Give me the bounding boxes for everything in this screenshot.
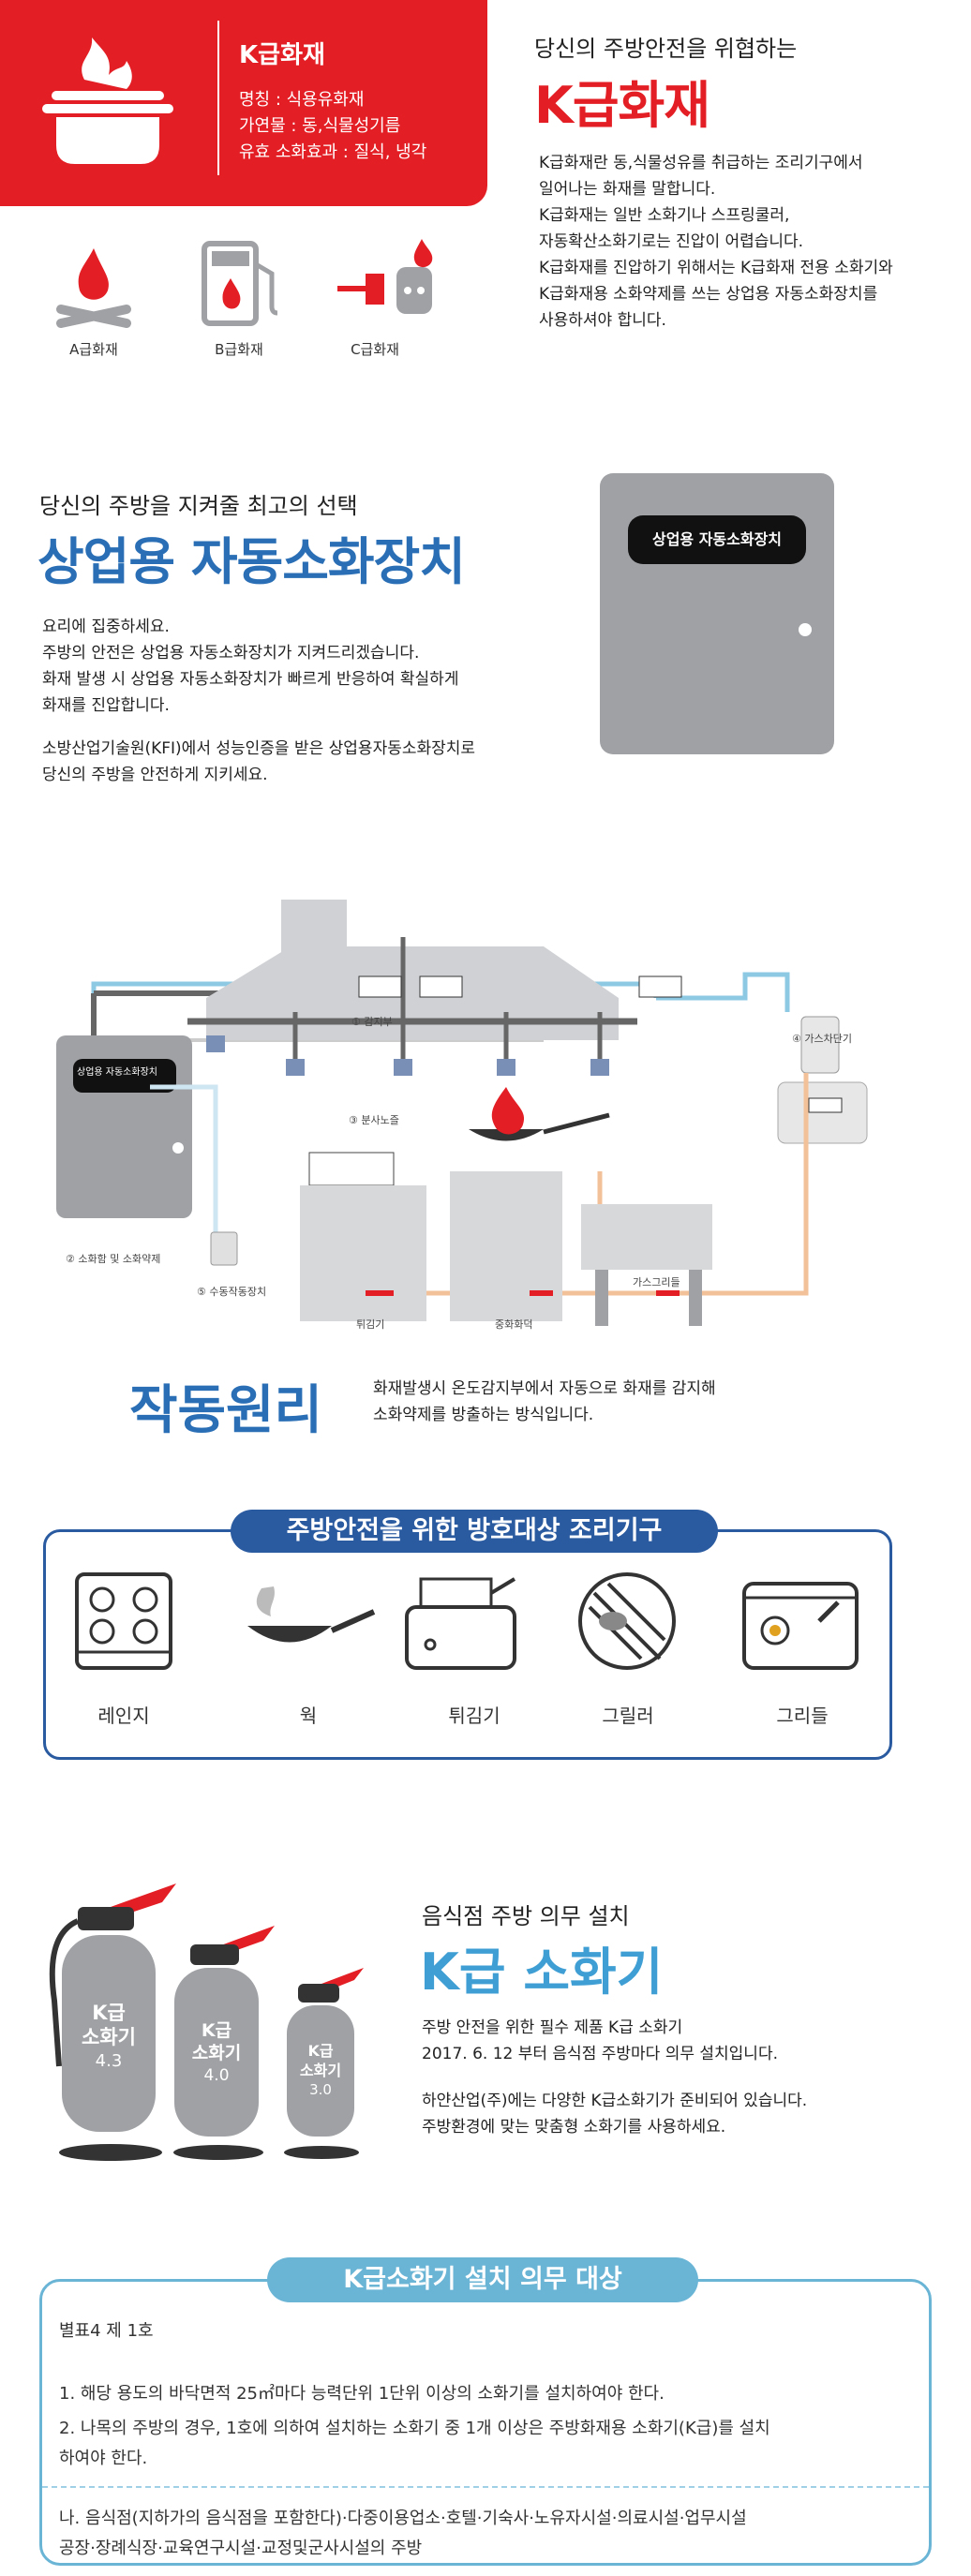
extinguisher-description-2: 하얀산업(주)에는 다양한 K급소화기가 준비되어 있습니다. 주방환경에 맞는… <box>422 2092 808 2137</box>
range-icon <box>75 1572 172 1670</box>
appliance-label-wok: 웍 <box>299 1705 318 1727</box>
law-item-2-cont: 하여야 한다. <box>59 2449 148 2468</box>
wok-icon <box>247 1586 376 1643</box>
k-fire-title: K급화재 <box>534 76 710 135</box>
extinguisher-small-label: K급 소화기 3.0 <box>299 2042 342 2098</box>
operation-description: 화재발생시 온도감지부에서 자동으로 화재를 감지해 소화약제를 방출하는 방식… <box>373 1379 716 1424</box>
law-title: K급소화기 설치 의무 대상 <box>267 2257 698 2302</box>
law-divider <box>42 2486 929 2488</box>
operation-title: 작동원리 <box>129 1380 323 1441</box>
box-line-effect: 유효 소화효과 : 질식, 냉각 <box>239 142 427 162</box>
campfire-icon <box>56 248 131 328</box>
griddle-icon <box>742 1582 859 1670</box>
extinguisher-medium-label: K급 소화기 4.0 <box>191 2020 242 2085</box>
pot-fire-icon <box>42 37 173 164</box>
appliances-panel: 주방안전을 위한 방호대상 조리기구 레인지 웍 튀김기 그릴러 그리들 <box>43 1510 892 1760</box>
cabinet-knob <box>799 623 812 636</box>
diagram-cabinet-label: 상업용 자동소화장치 <box>77 1067 157 1078</box>
law-item-2: 2. 나목의 주방의 경우, 1호에 의하여 설치하는 소화기 중 1개 이상은… <box>59 2419 770 2438</box>
box-line-name: 명칭 : 식용유화재 <box>239 90 365 110</box>
class-a-label: A급화재 <box>69 341 118 358</box>
label-fryer: 튀김기 <box>356 1318 385 1331</box>
griller-icon <box>578 1572 676 1670</box>
system-cabinet: 상업용 자동소화장치 <box>600 473 834 754</box>
law-ref: 별표4 제 1호 <box>59 2321 154 2341</box>
k-fire-subtitle: 당신의 주방안전을 위협하는 <box>534 36 798 62</box>
extinguisher-large-label: K급 소화기 4.3 <box>82 2002 136 2071</box>
label-manual: ⑤ 수동작동장치 <box>197 1286 267 1298</box>
auto-title: 상업용 자동소화장치 <box>37 532 466 591</box>
class-b-label: B급화재 <box>215 341 263 358</box>
law-target-1: 나. 음식점(지하가의 음식점을 포함한다)·다중이용업소·호텔·기숙사·노유자… <box>59 2509 747 2528</box>
system-diagram <box>56 900 868 1326</box>
extinguisher-title: K급 소화기 <box>420 1943 664 2002</box>
k-fire-info-box: K급화재 명칭 : 식용유화재 가연물 : 동,식물성기름 유효 소화효과 : … <box>0 0 487 206</box>
extinguishers-illustration <box>49 1884 364 2161</box>
appliance-label-range: 레인지 <box>97 1705 150 1727</box>
cabinet-label: 상업용 자동소화장치 <box>628 515 806 564</box>
appliance-label-griller: 그릴러 <box>602 1705 654 1727</box>
appliance-label-fryer: 튀김기 <box>448 1705 500 1727</box>
box-title: K급화재 <box>239 41 325 69</box>
appliances-title: 주방안전을 위한 방호대상 조리기구 <box>231 1510 718 1553</box>
law-box: K급소화기 설치 의무 대상 별표4 제 1호 1. 해당 용도의 바닥면적 2… <box>39 2257 932 2566</box>
extinguisher-description: 주방 안전을 위한 필수 제품 K급 소화기 2017. 6. 12 부터 음식… <box>422 2018 778 2063</box>
fryer-icon <box>405 1577 516 1670</box>
law-item-1: 1. 해당 용도의 바닥면적 25㎡마다 능력단위 1단위 이상의 소화기를 설… <box>59 2384 665 2404</box>
label-griddle: 가스그리들 <box>633 1276 680 1288</box>
auto-subtitle: 당신의 주방을 지켜줄 최고의 선택 <box>39 493 358 519</box>
label-nozzle: ③ 분사노즐 <box>349 1114 399 1126</box>
label-wok-range: 중화화덕 <box>495 1318 533 1331</box>
label-cabinet: ② 소화함 및 소화약제 <box>66 1253 161 1265</box>
appliance-label-griddle: 그리들 <box>776 1705 829 1727</box>
gas-pump-icon <box>202 241 278 326</box>
divider <box>217 21 219 175</box>
box-line-fuel: 가연물 : 동,식물성기름 <box>239 116 401 136</box>
electric-plug-icon <box>337 239 433 314</box>
class-c-label: C급화재 <box>351 341 399 358</box>
extinguisher-subtitle: 음식점 주방 의무 설치 <box>422 1903 630 1929</box>
label-gas-valve: ④ 가스차단기 <box>792 1033 852 1045</box>
k-fire-description: K급화재란 동,식물성유를 취급하는 조리기구에서 일어나는 화재를 말합니다.… <box>539 154 893 330</box>
auto-description-2: 소방산업기술원(KFI)에서 성능인증을 받은 상업용자동소화장치로 당신의 주… <box>42 739 476 784</box>
label-detector: ① 감지부 <box>351 1016 393 1028</box>
auto-description: 요리에 집중하세요. 주방의 안전은 상업용 자동소화장치가 지켜드리겠습니다.… <box>42 618 459 715</box>
law-target-2: 공장·장례식장·교육연구시설·교정및군사시설의 주방 <box>59 2539 423 2558</box>
